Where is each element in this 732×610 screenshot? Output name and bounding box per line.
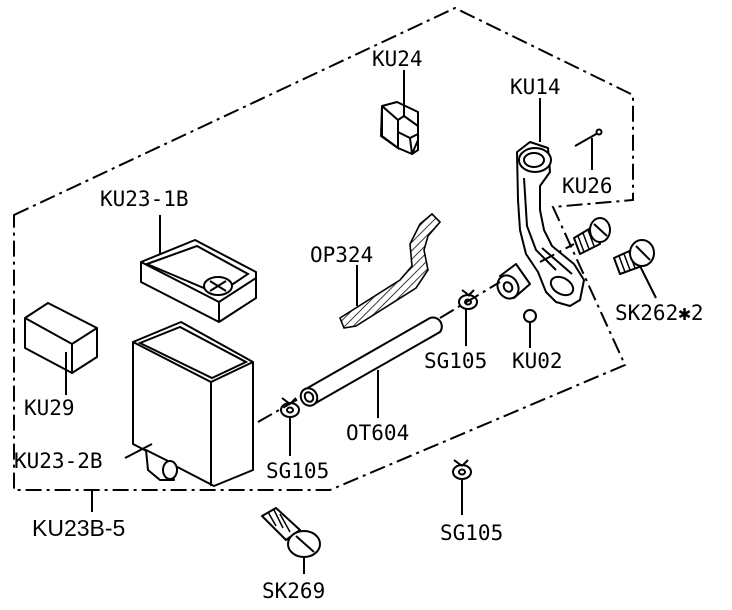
sg105-b-label: SG105 [266,459,329,483]
ku14-part [516,141,585,307]
ku26-pin [574,128,603,147]
ku29-part [24,302,98,374]
sk262-label: SK262✱2 [615,301,704,325]
sg105-c-label: SG105 [440,521,503,545]
op324-label: OP324 [310,243,373,267]
ku24-part [380,101,419,155]
ku23-2b-part [132,321,254,487]
shaft-axis [257,243,575,423]
sk262-leader [639,265,657,299]
screw-part [573,217,611,255]
ot604-label: OT604 [346,421,409,445]
ku23-2b-leader [124,443,153,459]
sk262-part [613,239,655,275]
ku02-label: KU02 [512,349,563,373]
ku23-1b-label: KU23-1B [100,187,189,211]
ot604-part [299,316,443,407]
sg105-c-part [452,459,472,480]
sg105-a-part [458,289,478,310]
sk269-part [261,507,321,558]
ku23-1b-part [140,239,257,323]
ku24-label: KU24 [372,47,423,71]
sg105-a-label: SG105 [424,349,487,373]
ku14-label: KU14 [510,75,561,99]
ku02-part [496,263,537,323]
op324-part [339,212,442,329]
ku29-label: KU29 [24,396,75,420]
sk269-label: SK269 [262,579,325,603]
ku26-label: KU26 [562,174,613,198]
ku23-2b-label: KU23-2B [14,449,103,473]
assembly-label: KU23B-5 [32,515,125,541]
assembly-boundary [13,6,634,491]
